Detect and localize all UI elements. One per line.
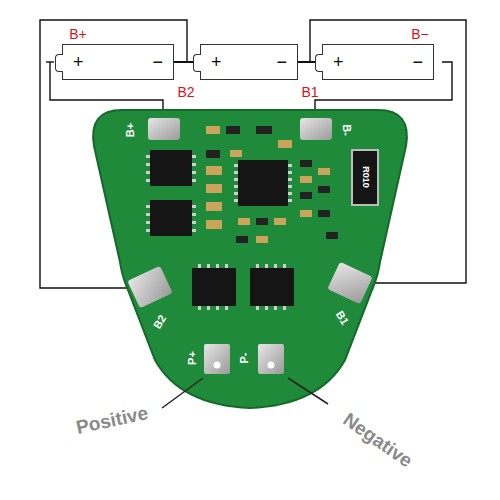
chip-pin bbox=[192, 205, 196, 208]
chip-pin bbox=[265, 264, 268, 268]
battery-cell: +− bbox=[322, 44, 434, 80]
battery-terminal bbox=[315, 54, 323, 72]
minus-sign: − bbox=[276, 53, 287, 71]
plus-sign: + bbox=[211, 53, 222, 71]
chip-pin bbox=[283, 264, 286, 268]
terminal-label: B+ bbox=[69, 27, 87, 41]
chip-pin bbox=[146, 163, 150, 166]
chip-pin bbox=[288, 199, 292, 202]
chip-pin bbox=[146, 221, 150, 224]
chip-pin bbox=[198, 264, 201, 268]
battery-cell: +− bbox=[62, 44, 174, 80]
b1-pad bbox=[327, 262, 372, 304]
chip-pin bbox=[288, 164, 292, 167]
chip-pin bbox=[234, 164, 238, 167]
chip-pin bbox=[146, 229, 150, 232]
resistor-marking: R010 bbox=[361, 166, 370, 188]
chip-pin bbox=[216, 264, 219, 268]
chip-pin bbox=[146, 155, 150, 158]
chip-pin bbox=[192, 221, 196, 224]
callout-label: Negative bbox=[340, 410, 416, 471]
chip-pin bbox=[288, 171, 292, 174]
pcb-board bbox=[93, 110, 407, 408]
b2-pad bbox=[127, 266, 172, 308]
leader-line bbox=[162, 378, 203, 408]
plus-sign: + bbox=[73, 53, 84, 71]
pplus-pad bbox=[204, 344, 230, 374]
smd-parts bbox=[206, 126, 338, 243]
chip-pin bbox=[234, 185, 238, 188]
callout-label: Positive bbox=[74, 403, 149, 437]
battery-terminal bbox=[55, 54, 63, 72]
chip-pin bbox=[234, 192, 238, 195]
sop8-chip bbox=[150, 200, 192, 236]
chip-pin bbox=[288, 178, 292, 181]
pad-label: P+ bbox=[187, 351, 198, 365]
mosfet-chip bbox=[250, 268, 294, 306]
chips bbox=[146, 150, 378, 310]
bminus-pad bbox=[300, 118, 332, 140]
sop8-chip bbox=[150, 150, 192, 186]
terminal-label: B− bbox=[411, 27, 429, 41]
battery-terminal bbox=[193, 54, 201, 72]
pads bbox=[127, 118, 372, 374]
chip-pin bbox=[146, 213, 150, 216]
chip-pin bbox=[192, 171, 196, 174]
chip-pin bbox=[192, 155, 196, 158]
pad-label: B- bbox=[341, 124, 352, 136]
chip-pin bbox=[256, 264, 259, 268]
chip-pin bbox=[288, 192, 292, 195]
chip-pin bbox=[192, 213, 196, 216]
chip-pin bbox=[274, 264, 277, 268]
chip-pin bbox=[283, 306, 286, 310]
pad-hole bbox=[268, 362, 275, 369]
terminal-label: B1 bbox=[301, 85, 318, 99]
bplus-tab bbox=[46, 61, 54, 62]
chip-pin bbox=[288, 185, 292, 188]
battery-cell: +− bbox=[200, 44, 298, 80]
chip-pin bbox=[207, 264, 210, 268]
chip-pin bbox=[234, 178, 238, 181]
chip-pin bbox=[225, 306, 228, 310]
resistor-symbol bbox=[352, 150, 378, 205]
chip-pin bbox=[207, 306, 210, 310]
pad-label: B+ bbox=[125, 123, 136, 137]
pminus-pad bbox=[258, 344, 284, 374]
plus-sign: + bbox=[333, 53, 344, 71]
leader-line bbox=[288, 378, 328, 404]
pad-label: P- bbox=[239, 353, 250, 364]
mosfet-chip bbox=[192, 268, 236, 306]
chip-pin bbox=[192, 229, 196, 232]
pad-hole bbox=[214, 362, 221, 369]
chip-pin bbox=[234, 199, 238, 202]
ic-chip bbox=[238, 160, 288, 206]
chip-pin bbox=[146, 205, 150, 208]
terminal-label: B2 bbox=[177, 85, 194, 99]
chip-pin bbox=[274, 306, 277, 310]
chip-pin bbox=[265, 306, 268, 310]
chip-pin bbox=[234, 171, 238, 174]
chip-pin bbox=[198, 306, 201, 310]
chip-pin bbox=[256, 306, 259, 310]
chip-pin bbox=[146, 171, 150, 174]
bplus-pad bbox=[148, 118, 180, 140]
minus-sign: − bbox=[412, 53, 423, 71]
chip-pin bbox=[192, 179, 196, 182]
chip-pin bbox=[225, 264, 228, 268]
chip-pin bbox=[216, 306, 219, 310]
chip-pin bbox=[146, 179, 150, 182]
chip-pin bbox=[192, 163, 196, 166]
minus-sign: − bbox=[152, 53, 163, 71]
